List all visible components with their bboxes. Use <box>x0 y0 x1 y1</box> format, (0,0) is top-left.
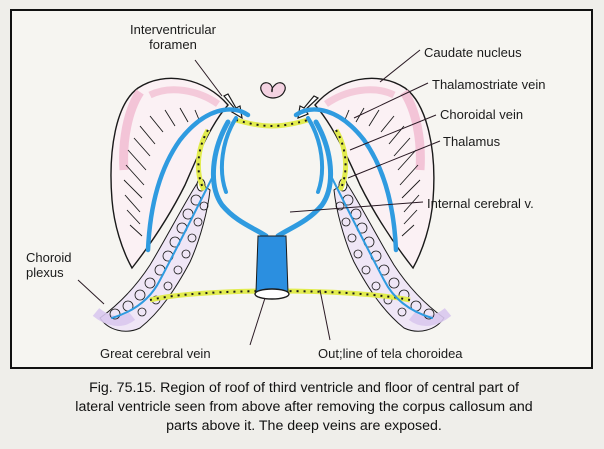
label-interventricular-foramen-line1: Interventricular <box>130 22 216 37</box>
figure-caption: Fig. 75.15. Region of roof of third vent… <box>14 379 594 436</box>
label-interventricular-foramen-line2: foramen <box>149 37 197 52</box>
label-outline-tela-choroidea: Out;line of tela choroidea <box>318 346 463 361</box>
caption-line-3: parts above it. The deep veins are expos… <box>14 417 594 436</box>
label-great-cerebral-vein: Great cerebral vein <box>100 346 211 361</box>
label-interventricular-foramen: Interventricular foramen <box>108 22 238 52</box>
label-choroid-plexus: Choroid plexus <box>26 250 72 280</box>
great-cerebral-vein <box>255 236 289 299</box>
caption-line-2: lateral ventricle seen from above after … <box>14 398 594 417</box>
label-thalamus: Thalamus <box>443 134 500 149</box>
label-caudate-nucleus: Caudate nucleus <box>424 45 522 60</box>
label-choroid-plexus-line1: Choroid <box>26 250 72 265</box>
caption-line-1: Fig. 75.15. Region of roof of third vent… <box>14 379 594 398</box>
label-choroid-plexus-line2: plexus <box>26 265 64 280</box>
label-internal-cerebral-vein: Internal cerebral v. <box>427 196 534 211</box>
label-choroidal-vein: Choroidal vein <box>440 107 523 122</box>
pineal-region <box>261 83 286 98</box>
label-thalamostriate-vein: Thalamostriate vein <box>432 77 545 92</box>
